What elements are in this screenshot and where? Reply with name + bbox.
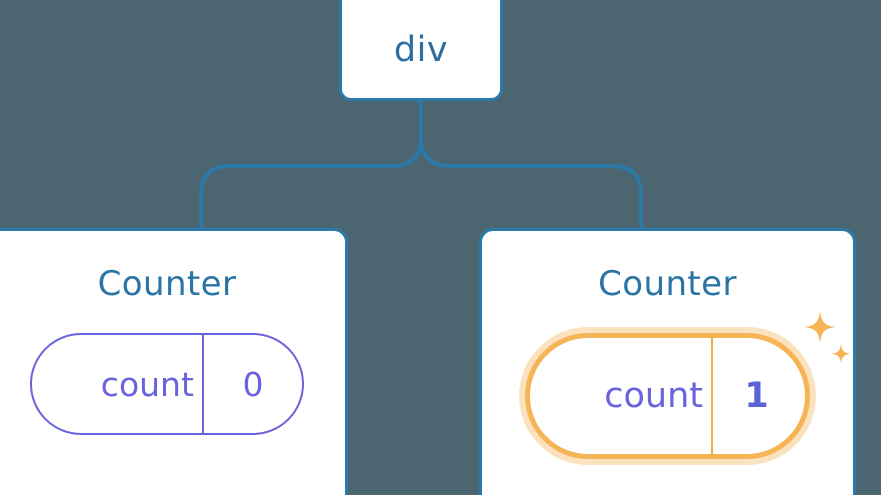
counter-right-title: Counter <box>598 264 737 304</box>
state-pill-count-right[interactable]: count 1 <box>525 333 810 459</box>
counter-left-title: Counter <box>97 264 237 304</box>
sparkle-icon <box>804 311 836 343</box>
node-counter-left[interactable]: Counter count 0 <box>0 228 348 495</box>
sparkle-icon <box>831 344 851 364</box>
state-value-label: 0 <box>242 364 264 404</box>
state-key-label: count <box>32 335 204 433</box>
node-div[interactable]: div <box>339 0 503 101</box>
counter-left-state: count 0 <box>30 333 304 435</box>
connector-branch-right <box>419 136 643 230</box>
sparkle-group <box>804 311 851 364</box>
state-pill-count-left[interactable]: count 0 <box>30 333 304 435</box>
state-key-label: count <box>530 338 713 454</box>
node-div-label: div <box>393 30 449 70</box>
connector-branch-left <box>199 136 423 230</box>
state-value-label: 1 <box>744 375 769 416</box>
counter-right-state: count 1 <box>525 311 851 459</box>
node-counter-right[interactable]: Counter count 1 <box>479 228 856 495</box>
